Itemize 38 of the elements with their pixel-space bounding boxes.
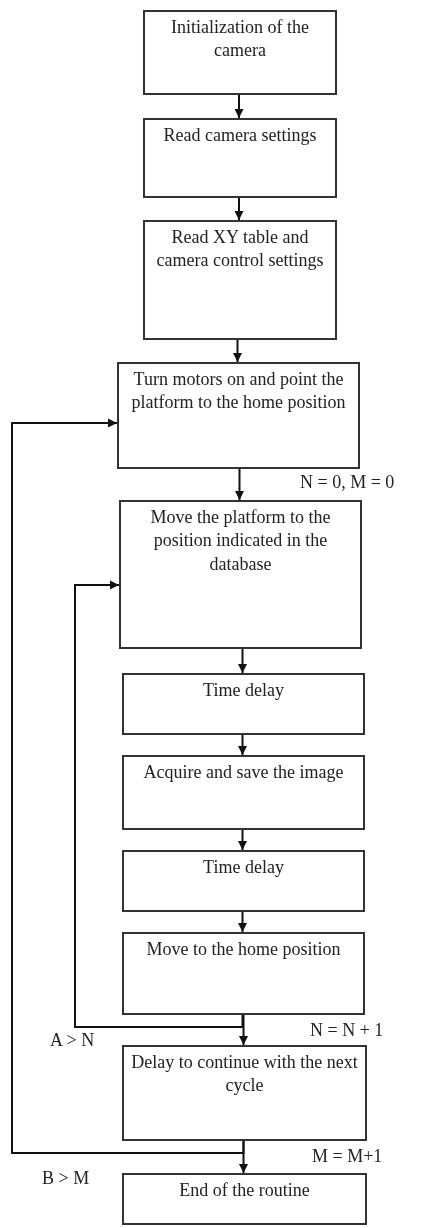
counter-note: M = M+1 [312, 1146, 383, 1167]
arrow [74, 580, 244, 1028]
arrow [239, 1014, 248, 1046]
step-text: Move to the home position [146, 938, 341, 961]
step-text: Time delay [203, 679, 284, 702]
step-text: Turn motors on and point the platform to the home position [130, 368, 347, 415]
step-text: Read camera settings [163, 124, 317, 147]
process-box [122, 850, 365, 912]
arrow [238, 648, 247, 674]
arrow [238, 829, 247, 851]
edge-label: A > N [50, 1030, 95, 1051]
arrow [238, 911, 247, 933]
process-box [122, 673, 365, 735]
process-box [143, 10, 337, 95]
process-box [122, 1045, 367, 1141]
process-box [143, 220, 337, 340]
counter-note: N = N + 1 [310, 1020, 384, 1041]
process-box [122, 1173, 367, 1225]
arrow [11, 418, 245, 1154]
step-text: End of the routine [179, 1179, 310, 1202]
step-text: Acquire and save the image [143, 761, 344, 784]
arrow [238, 734, 247, 756]
step-text: Delay to continue with the next cycle [130, 1051, 359, 1098]
process-box [122, 755, 365, 830]
arrow [233, 339, 242, 363]
edge-label: B > M [42, 1168, 90, 1189]
step-text: Initialization of the camera [170, 16, 310, 63]
process-box [119, 500, 362, 649]
arrow [234, 197, 244, 221]
step-text: Move the platform to the position indicated in the database [149, 506, 332, 576]
arrow [234, 94, 244, 119]
step-text: Read XY table and camera control settings [155, 226, 325, 273]
process-box [143, 118, 337, 198]
step-text: Time delay [203, 856, 284, 879]
arrow [235, 468, 244, 501]
process-box [122, 932, 365, 1015]
process-box [117, 362, 360, 469]
counter-note: N = 0, M = 0 [300, 472, 395, 493]
